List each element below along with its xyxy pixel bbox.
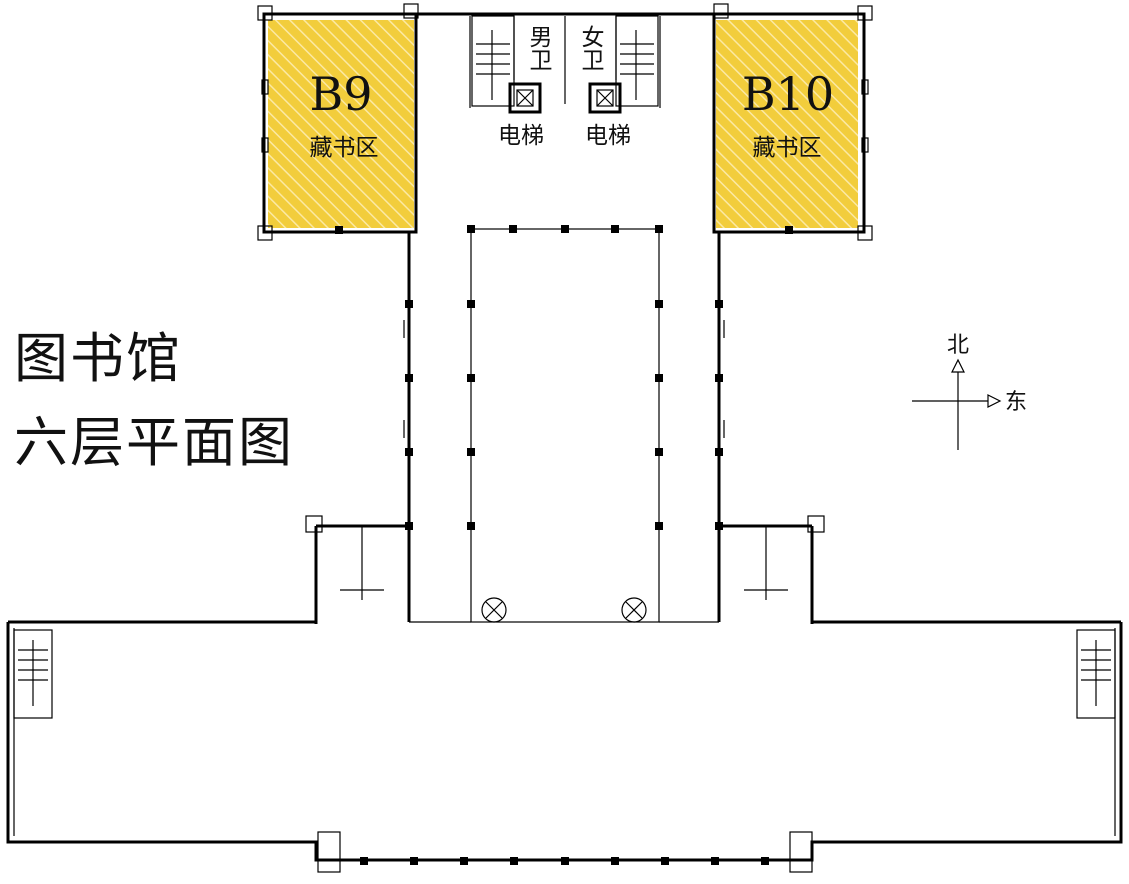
elevator-2-label: 电梯 <box>585 123 631 149</box>
stair-west <box>471 15 515 107</box>
stair-southwest <box>13 629 53 719</box>
title-building: 图书馆 <box>14 327 182 390</box>
atrium-columns <box>335 225 793 530</box>
south-columns <box>360 857 769 865</box>
compass: 北 东 <box>912 333 1027 450</box>
stair-east <box>615 15 659 107</box>
east-arrow-icon <box>987 394 1002 408</box>
elevator-2-shaft <box>588 82 622 114</box>
room-b9-fill <box>268 20 414 228</box>
atrium-entrances <box>481 597 647 623</box>
central-spine <box>403 228 725 623</box>
compass-east-label: 东 <box>1005 390 1027 415</box>
stair-southeast <box>1076 629 1116 719</box>
room-b10-code: B10 <box>742 67 834 121</box>
room-b10[interactable]: B10 藏书区 <box>712 12 866 234</box>
north-arrow-icon <box>951 358 965 373</box>
south-hall <box>6 620 1123 873</box>
room-b9-code: B9 <box>309 67 372 121</box>
elevator-1-shaft <box>508 82 542 114</box>
room-b9[interactable]: B9 藏书区 <box>262 12 418 234</box>
atrium <box>470 228 660 623</box>
room-b9-label: 藏书区 <box>310 135 379 161</box>
room-b10-fill <box>716 20 858 228</box>
junction-annexes <box>305 515 825 624</box>
wing-corners <box>257 3 873 241</box>
compass-north-label: 北 <box>947 333 969 358</box>
title-floor: 六层平面图 <box>14 411 294 474</box>
elevator-1-label: 电梯 <box>498 123 544 149</box>
mens-restroom-label: 男卫 <box>525 25 553 71</box>
room-b10-label: 藏书区 <box>753 135 822 161</box>
service-core: 男卫 女卫 电梯 电梯 <box>469 15 661 149</box>
womens-restroom-label: 女卫 <box>577 25 604 71</box>
